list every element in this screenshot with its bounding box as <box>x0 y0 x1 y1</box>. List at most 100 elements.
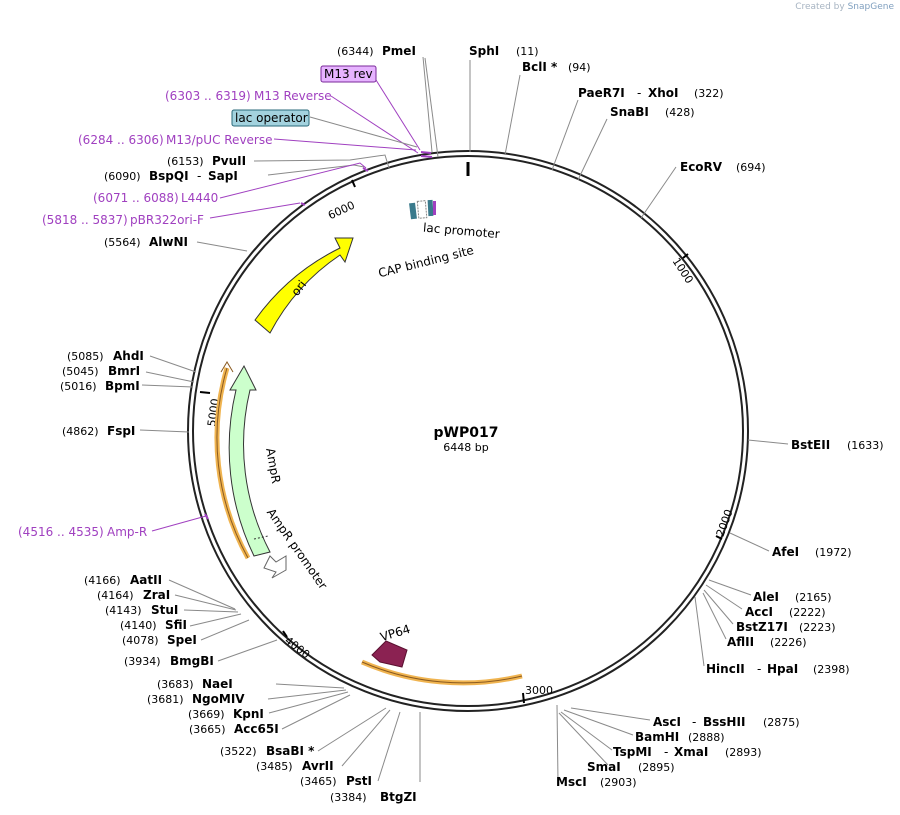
site-leaders <box>139 56 789 783</box>
site-name-hincii[interactable]: HincII <box>706 662 745 676</box>
site-name-xmai[interactable]: XmaI <box>674 745 708 759</box>
lac-promoter-block[interactable] <box>416 200 428 219</box>
site-pos-btgzi: (3384) <box>330 791 367 804</box>
site-name-sfii[interactable]: SfiI <box>165 618 187 632</box>
vp64-halo <box>361 659 523 686</box>
site-name-bsteii[interactable]: BstEII <box>791 438 830 452</box>
vp64-halo-inner <box>361 661 523 684</box>
primer-name-pbr322ori-f[interactable]: pBR322ori-F <box>130 213 204 227</box>
lac-operator-box-label: lac operator <box>235 111 308 125</box>
site-name-bcli[interactable]: BclI * <box>522 60 558 74</box>
ampr-promoter-label: AmpR promoter <box>264 506 330 592</box>
site-name-bstz17i[interactable]: BstZ17I <box>736 620 788 634</box>
cap-binding-site-block[interactable] <box>409 202 417 220</box>
site-name-bsabi[interactable]: BsaBI * <box>266 744 315 758</box>
site-pos-hpai: (2398) <box>813 663 850 676</box>
site-name-bmri[interactable]: BmrI <box>108 364 140 378</box>
site-name-asci[interactable]: AscI <box>653 715 681 729</box>
site-name-msci[interactable]: MscI <box>556 775 587 789</box>
site-pos-pvuii: (6153) <box>167 155 204 168</box>
lac-operator-block[interactable] <box>427 199 434 217</box>
site-name-bamhi[interactable]: BamHI <box>635 730 679 744</box>
site-pos-pmei: (6344) <box>337 45 374 58</box>
primer-name-amp-r[interactable]: Amp-R <box>107 525 147 539</box>
ori-feature-arrow[interactable] <box>254 237 354 334</box>
primer-name-m13-reverse[interactable]: M13 Reverse <box>254 89 332 103</box>
credit-prefix: Created by <box>795 2 845 12</box>
site-pos-ahdi: (5085) <box>67 350 104 363</box>
site-pos-snabi: (428) <box>665 106 695 119</box>
lac-promoter-label: lac promoter <box>423 221 501 242</box>
site-name-hpai[interactable]: HpaI <box>767 662 798 676</box>
site-name-ecorv[interactable]: EcoRV <box>680 160 723 174</box>
site-name-tspmi[interactable]: TspMI <box>613 745 652 759</box>
site-pos-bstz17i: (2223) <box>799 621 836 634</box>
site-name-aatii[interactable]: AatII <box>130 573 162 587</box>
primer-name-l4440[interactable]: L4440 <box>181 191 218 205</box>
site-sep-bspqi: - <box>197 169 201 183</box>
m13-rev-box[interactable] <box>320 65 377 83</box>
site-name-acc65i[interactable]: Acc65I <box>234 722 279 736</box>
ampr-feature-arrow[interactable] <box>228 364 271 557</box>
site-name-btgzi[interactable]: BtgZI <box>380 790 417 804</box>
site-name-aflii[interactable]: AflII <box>727 635 754 649</box>
site-pos-avrii: (3485) <box>256 760 293 773</box>
ampr-promoter-arrow[interactable] <box>263 555 287 579</box>
site-name-smai[interactable]: SmaI <box>587 760 621 774</box>
site-name-afei[interactable]: AfeI <box>772 545 799 559</box>
lac-operator-box[interactable] <box>231 109 310 127</box>
ampr-halo-inner <box>216 367 249 559</box>
site-pos-bamhi: (2888) <box>688 731 725 744</box>
site-name-ahdi[interactable]: AhdI <box>113 349 144 363</box>
site-name-pmei[interactable]: PmeI <box>382 44 416 58</box>
site-name-kpni[interactable]: KpnI <box>233 707 264 721</box>
site-name-bmgbi[interactable]: BmgBI <box>170 654 214 668</box>
site-sep-asci: - <box>692 715 696 729</box>
site-name-xhoi[interactable]: XhoI <box>648 86 679 100</box>
site-name-ngomiv[interactable]: NgoMIV <box>192 692 245 706</box>
site-pos-msci: (2903) <box>600 776 637 789</box>
site-pos-zrai: (4164) <box>97 589 134 602</box>
site-name-avrii[interactable]: AvrII <box>302 759 334 773</box>
site-name-bpmi[interactable]: BpmI <box>105 379 140 393</box>
site-name-zrai[interactable]: ZraI <box>143 588 170 602</box>
site-pos-afei: (1972) <box>815 546 852 559</box>
site-name-bsshii[interactable]: BssHII <box>703 715 745 729</box>
ampr-halo-head <box>220 361 234 373</box>
site-pos-smai: (2895) <box>638 761 675 774</box>
site-pos-acc65i: (3665) <box>189 723 226 736</box>
site-name-sphi[interactable]: SphI <box>469 44 499 58</box>
primer-range-pbr322ori-f: (5818 .. 5837) <box>42 213 128 227</box>
site-name-psti[interactable]: PstI <box>346 774 372 788</box>
site-sep-tspmi: - <box>664 745 668 759</box>
site-name-sapi[interactable]: SapI <box>208 169 238 183</box>
site-name-alei[interactable]: AleI <box>753 590 779 604</box>
site-name-alwni[interactable]: AlwNI <box>149 235 188 249</box>
tick-label-3000: 3000 <box>525 684 553 697</box>
site-name-paer7i[interactable]: PaeR7I <box>578 86 625 100</box>
site-pos-aflii: (2226) <box>770 636 807 649</box>
primer-name-m13puc-reverse[interactable]: M13/pUC Reverse <box>166 133 273 147</box>
site-name-fspi[interactable]: FspI <box>107 424 135 438</box>
primer-range-amp-r: (4516 .. 4535) <box>18 525 104 539</box>
primer-mark-ampr <box>204 513 209 520</box>
site-pos-bsabi: (3522) <box>220 745 257 758</box>
site-name-stui[interactable]: StuI <box>151 603 178 617</box>
site-pos-ngomiv: (3681) <box>147 693 184 706</box>
plasmid-size: 6448 bp <box>443 441 488 454</box>
tick-4000: 4000 <box>282 630 312 661</box>
m13-rev-box-label: M13 rev <box>324 67 373 81</box>
site-pos-bpmi: (5016) <box>60 380 97 393</box>
site-name-pvuii[interactable]: PvuII <box>212 154 246 168</box>
site-name-snabi[interactable]: SnaBI <box>610 105 649 119</box>
site-name-spei[interactable]: SpeI <box>167 633 197 647</box>
site-pos-alei: (2165) <box>795 591 832 604</box>
vp64-feature-arrow[interactable] <box>371 640 408 668</box>
site-name-bspqi[interactable]: BspQI <box>149 169 189 183</box>
backbone-inner-circle <box>192 155 744 707</box>
m13-rev-block[interactable] <box>433 201 436 215</box>
site-name-acci[interactable]: AccI <box>745 605 773 619</box>
site-pos-sphi: (11) <box>516 45 539 58</box>
site-name-naei[interactable]: NaeI <box>202 677 233 691</box>
site-pos-bsteii: (1633) <box>847 439 884 452</box>
